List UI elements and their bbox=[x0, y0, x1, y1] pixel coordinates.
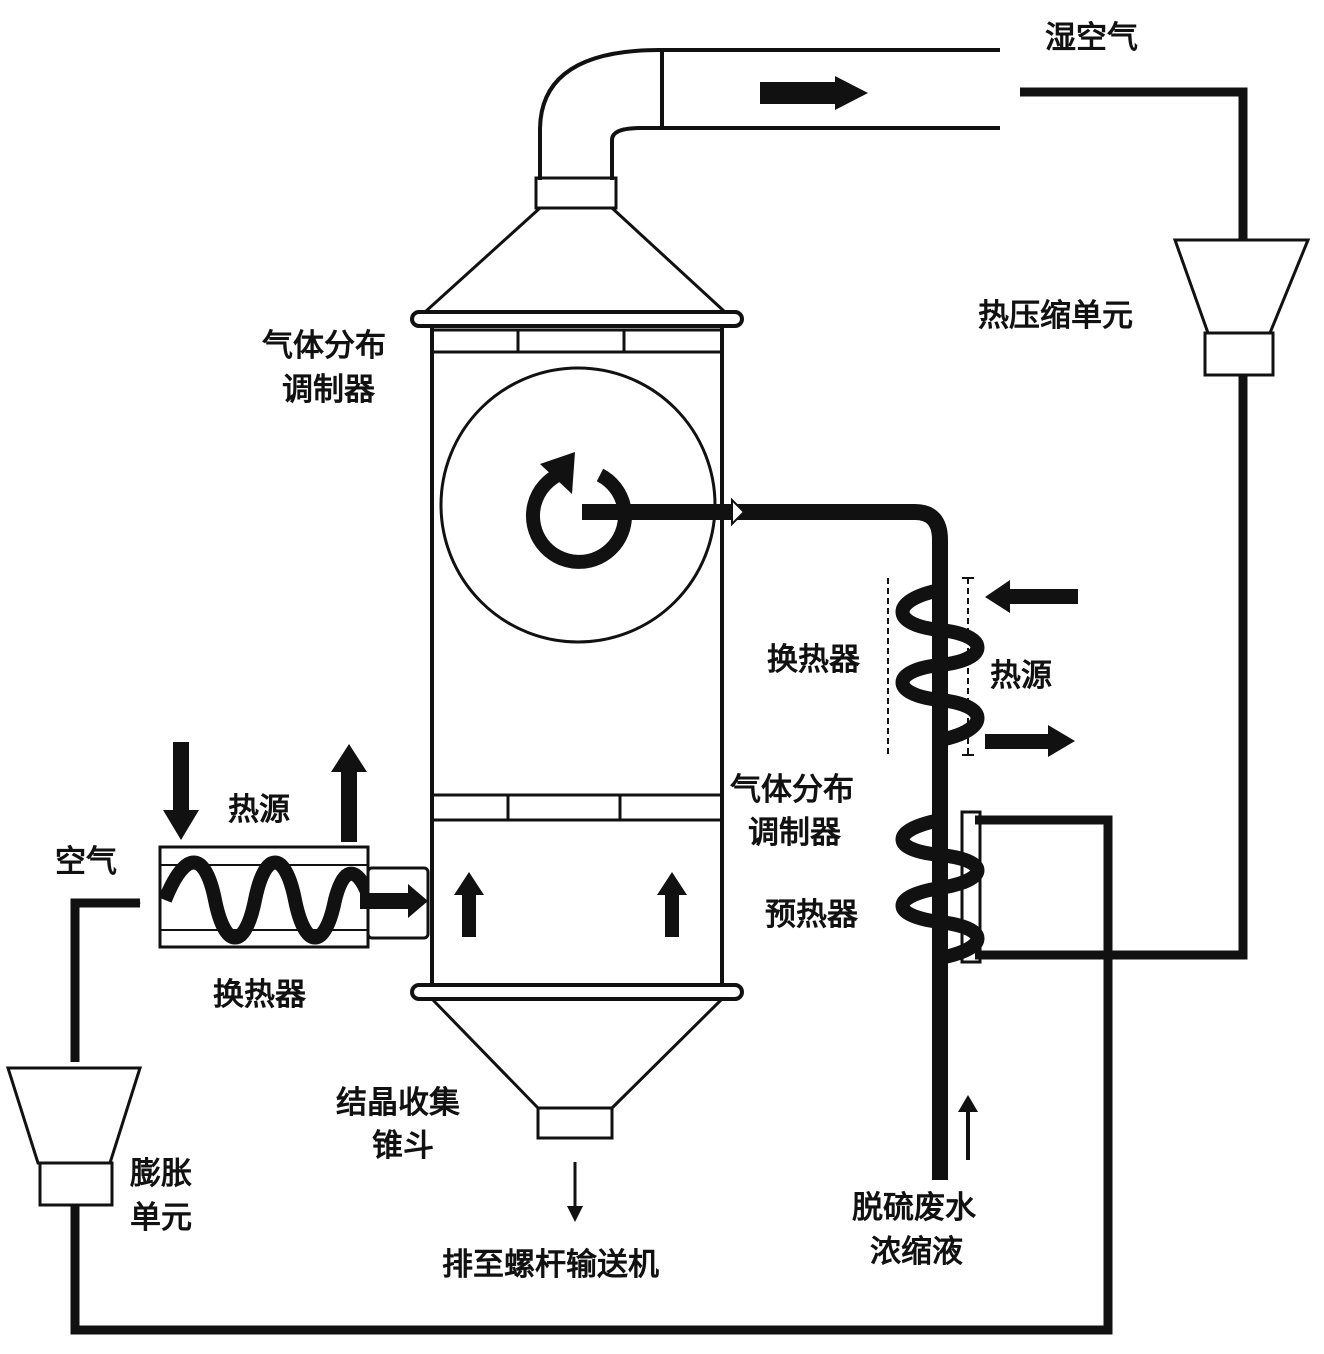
outlet-duct bbox=[534, 48, 1000, 210]
heat-exchanger-left bbox=[158, 845, 430, 949]
expansion-unit-line1: 膨胀 bbox=[130, 1156, 192, 1192]
air-label: 空气 bbox=[55, 844, 117, 880]
feed-pipe bbox=[582, 504, 948, 1180]
discharge-arrow bbox=[567, 1162, 583, 1222]
thermal-compression-unit-label: 热压缩单元 bbox=[978, 298, 1133, 334]
heat-source-right-out-arrow bbox=[985, 725, 1075, 757]
heat-source-right-label: 热源 bbox=[990, 658, 1052, 694]
heat-source-right-in-arrow bbox=[985, 580, 1078, 613]
discharge-to-screw-conveyor-label: 排至螺杆输送机 bbox=[442, 1247, 659, 1283]
wastewater-inflow-arrow bbox=[958, 1095, 978, 1160]
thermal-compression-unit bbox=[1172, 238, 1311, 377]
preheater-shell bbox=[960, 810, 982, 964]
gas-distribution-regulator-right-line1: 气体分布 bbox=[729, 772, 854, 808]
heat-exchanger-right-coil bbox=[895, 583, 985, 747]
gas-distribution-plate-bottom bbox=[432, 793, 722, 822]
heat-exchanger-right-bracket bbox=[887, 577, 974, 756]
heat-exchanger-right-label: 换热器 bbox=[767, 642, 861, 678]
crystal-collection-hopper-line1: 结晶收集 bbox=[336, 1085, 460, 1121]
preheater-label: 预热器 bbox=[765, 897, 859, 933]
expansion-unit-line2: 单元 bbox=[130, 1200, 192, 1236]
heat-source-left-in-arrow bbox=[163, 742, 199, 840]
heat-source-left-label: 热源 bbox=[228, 792, 290, 828]
wet-air-label: 湿空气 bbox=[1045, 20, 1138, 56]
heat-source-left-out-arrow bbox=[331, 744, 367, 842]
gas-distribution-plate-top bbox=[432, 328, 722, 354]
gas-distribution-regulator-top-line2: 调制器 bbox=[282, 372, 376, 408]
expansion-unit bbox=[5, 1066, 143, 1207]
wet-air-flow-arrow bbox=[760, 76, 868, 110]
crystal-collection-hopper-line2: 锥斗 bbox=[372, 1128, 434, 1164]
gas-distribution-regulator-top-line1: 气体分布 bbox=[261, 328, 386, 364]
heat-exchanger-left-label: 换热器 bbox=[213, 977, 307, 1013]
preheater-coil bbox=[895, 813, 985, 965]
evaporation-tower bbox=[410, 206, 744, 1140]
air-loop-pipe bbox=[70, 87, 1248, 1335]
feed-pipe-arrow bbox=[731, 497, 746, 527]
desulfurization-wastewater-line1: 脱硫废水 bbox=[852, 1190, 977, 1226]
updraft-arrow bbox=[454, 872, 687, 937]
gas-distribution-regulator-right-line2: 调制器 bbox=[748, 815, 842, 851]
desulfurization-wastewater-line2: 浓缩液 bbox=[870, 1234, 963, 1270]
